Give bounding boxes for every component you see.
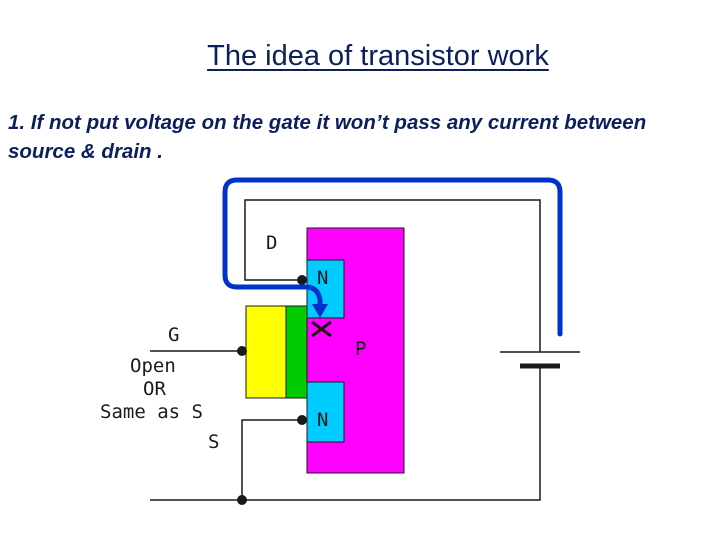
return-terminal [237,495,247,505]
gate-or-label: OR [143,378,166,400]
battery-icon [500,351,580,369]
source-terminal [297,415,307,425]
source-wire [241,419,302,500]
n-top-label: N [317,267,328,289]
drain-label: D [266,232,277,254]
body-label: P [355,338,366,360]
gate-oxide [285,305,308,399]
n-region-source [306,381,345,443]
arrow-down-icon [312,304,328,318]
current-path [222,177,563,337]
slide-title: The idea of transistor work [207,40,549,72]
x-mark-icon [311,320,332,338]
bullet-point: 1. If not put voltage on the gate it won… [8,111,647,163]
gate-open-label: Open [130,355,176,377]
gate-terminal [237,346,247,356]
drain-terminal [297,275,307,285]
n-bottom-label: N [317,409,328,431]
source-label: S [208,431,219,453]
gate-metal [245,305,287,399]
gate-same-label: Same as S [100,401,203,423]
source-return-wire [150,366,541,501]
drain-wire [244,222,302,281]
circuit-wire [244,199,541,352]
gate-label: G [168,324,179,346]
